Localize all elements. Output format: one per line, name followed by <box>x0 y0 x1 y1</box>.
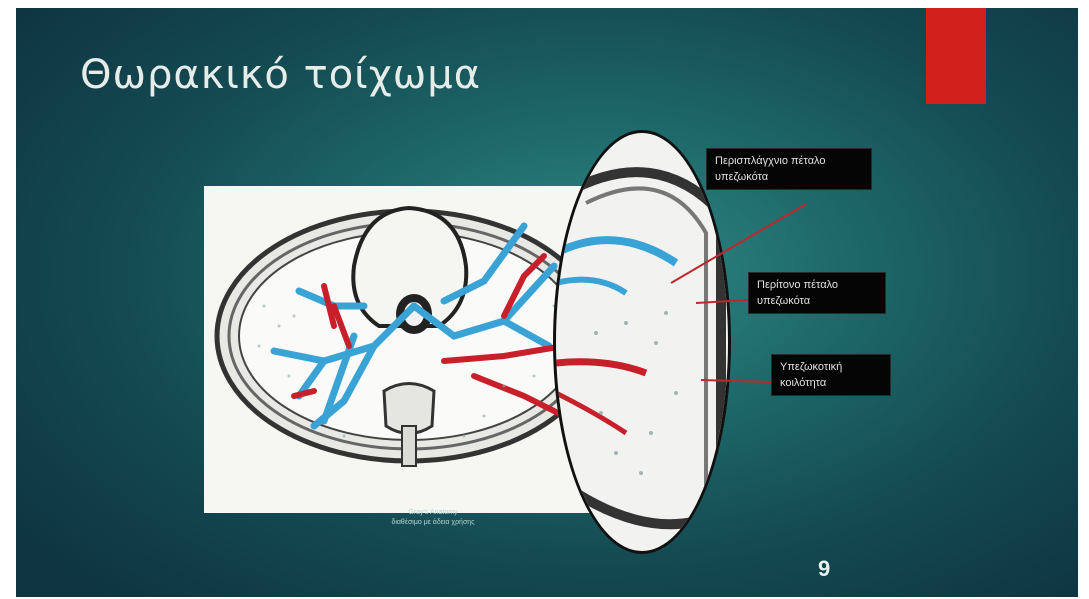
accent-bar <box>926 8 986 104</box>
label-visceral-pleura-line2: υπεζωκότα <box>715 169 863 185</box>
credit-line-2: διαθέσιμο με άδεια χρήσης <box>338 518 528 528</box>
label-parietal-pleura-line1: Περίτονο πέταλο <box>757 277 877 293</box>
label-parietal-pleura-line2: υπεζωκότα <box>757 293 877 309</box>
label-pleural-cavity-line2: κοιλότητα <box>780 375 882 391</box>
label-visceral-pleura: Περισπλάγχνιο πέταλο υπεζωκότα <box>706 148 872 190</box>
credit-line-1: Gray's Anatomy <box>338 508 528 518</box>
label-pleural-cavity: Υπεζωκοτική κοιλότητα <box>771 354 891 396</box>
slide-title: Θωρακικό τοίχωμα <box>80 52 481 98</box>
label-visceral-pleura-line1: Περισπλάγχνιο πέταλο <box>715 153 863 169</box>
magnified-detail <box>556 133 728 551</box>
image-credit: Gray's Anatomy διαθέσιμο με άδεια χρήσης <box>338 508 528 528</box>
label-pleural-cavity-line1: Υπεζωκοτική <box>780 359 882 375</box>
slide-number: 9 <box>818 556 830 582</box>
label-parietal-pleura: Περίτονο πέταλο υπεζωκότα <box>748 272 886 314</box>
slide: Θωρακικό τοίχωμα <box>16 8 1078 597</box>
magnified-lens <box>553 130 731 554</box>
